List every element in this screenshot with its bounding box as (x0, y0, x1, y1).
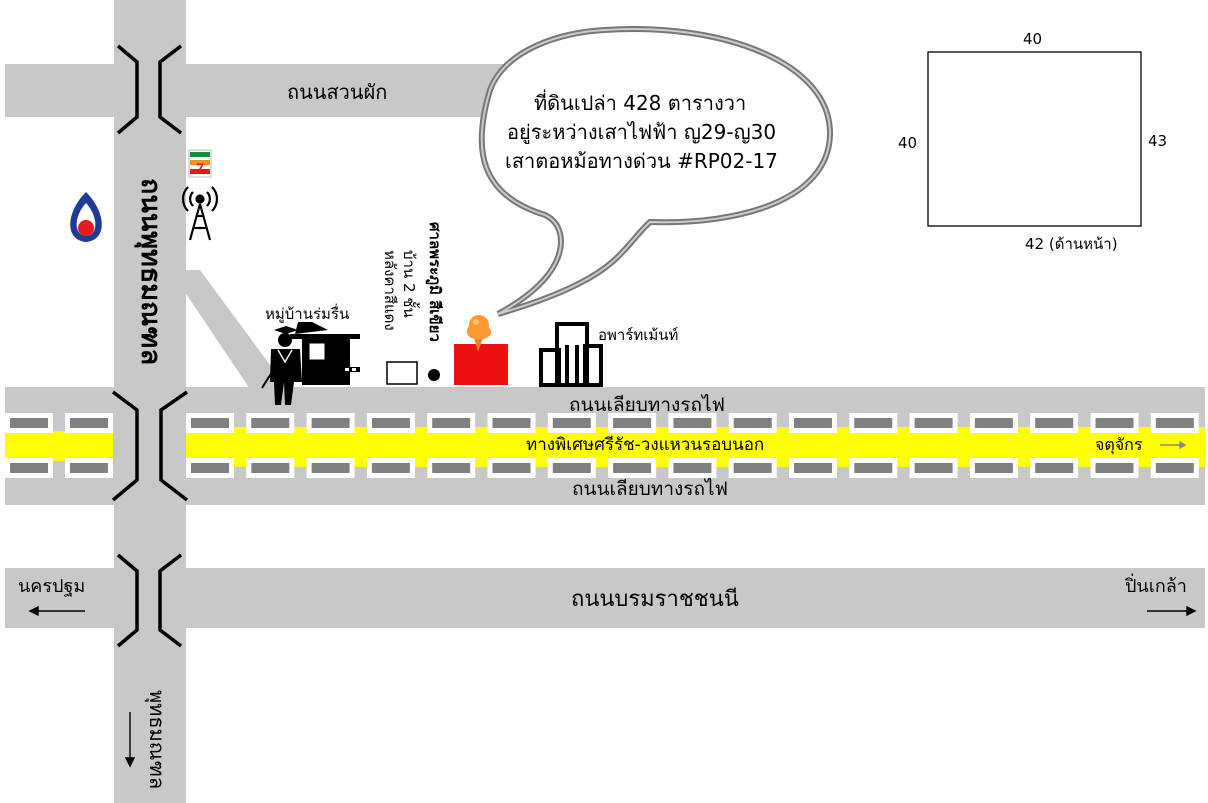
lane-dash-fill (191, 463, 229, 473)
lane-dash-fill (673, 463, 712, 473)
landmark-label-shrine: ศาลพระภูมิ สีเขียว (426, 222, 444, 342)
lane-dash-fill (191, 418, 229, 428)
road-label-phutthamonthon-bottom: พุทธมณฑล (145, 690, 169, 790)
road-label-phutthamonthon-top: ถนนพุทธมณฑล (135, 178, 166, 366)
lane-dash-fill (1155, 418, 1194, 428)
lane-dash-fill (974, 463, 1013, 473)
road-label-rail-frontage-top: ถนนเลียบทางรถไฟ (569, 394, 725, 416)
callout-line-3: เสาตอหม้อทางด่วน #RP02-17 (505, 149, 778, 173)
road-label-suan-phak: ถนนสวนผัก (287, 80, 388, 104)
lane-dash-fill (613, 418, 652, 428)
lane-dash-fill (251, 418, 290, 428)
lane-dash-fill (371, 463, 410, 473)
direction-arrows (28, 440, 1197, 768)
lane-dash-fill (733, 418, 772, 428)
lane-dash-fill (613, 463, 652, 473)
ptt-station-icon (70, 192, 102, 242)
lane-dash-fill (1095, 463, 1134, 473)
lane-dash-fill (1155, 463, 1194, 473)
location-pin-icon (466, 315, 491, 352)
plot-dimension-bottom: 42 (ด้านหน้า) (1025, 235, 1118, 253)
security-guard-icon (261, 322, 360, 405)
lane-dash-fill (70, 463, 108, 473)
lane-dash-fill (552, 463, 591, 473)
lane-dash-fill (673, 418, 712, 428)
lane-dash-fill (311, 463, 350, 473)
lane-dash-fill (552, 418, 591, 428)
lane-dash-fill (854, 418, 893, 428)
land-plot-outline (927, 51, 1142, 227)
lane-dash-fill (432, 418, 471, 428)
svg-text:7: 7 (196, 160, 204, 176)
lane-dash-fill (10, 463, 48, 473)
lane-dashes (5, 413, 1199, 478)
lane-dash-fill (371, 418, 410, 428)
bridge-marks (111, 44, 189, 648)
lane-dash-fill (492, 418, 531, 428)
lane-dash-fill (1035, 463, 1074, 473)
lane-dash-fill (311, 418, 350, 428)
lane-dash-fill (794, 463, 832, 473)
road-label-borommaratchachonnani: ถนนบรมราชชนนี (571, 587, 739, 612)
expressway-band (5, 431, 113, 461)
road-label-expressway: ทางพิเศษศรีรัช-วงแหวนรอบนอก (526, 435, 765, 455)
direction-label-pin-klao: ปิ่นเกล้า (1125, 576, 1187, 597)
apartment-icon (539, 322, 603, 387)
shrine-marker (428, 369, 440, 381)
seven-eleven-icon: 7 (188, 149, 212, 178)
landmark-label-apartment: อพาร์ทเม้นท์ (598, 326, 679, 344)
plot-dimension-top: 40 (1023, 30, 1043, 48)
callout-line-1: ที่ดินเปล่า 428 ตารางวา (534, 91, 747, 115)
lane-dash-fill (251, 463, 290, 473)
callout-line-2: อยู่ระหว่างเสาไฟฟ้า ญ29-ญ30 (507, 120, 777, 144)
lane-dash-fill (70, 418, 108, 428)
land-plot-marker (454, 344, 508, 385)
landmark-label-house: บ้าน 2 ชั้น หลังคาสีแดง (381, 250, 418, 331)
lane-dash-fill (10, 418, 48, 428)
lane-dash-fill (914, 418, 953, 428)
lane-dash-fill (794, 418, 832, 428)
plot-dimension-right: 43 (1148, 132, 1168, 150)
lane-dash-fill (914, 463, 953, 473)
lane-dash-fill (432, 463, 471, 473)
lane-dash-fill (1035, 418, 1074, 428)
lane-dash-fill (733, 463, 772, 473)
plot-dimension-left: 40 (898, 134, 918, 152)
lane-dash-fill (974, 418, 1013, 428)
direction-label-chatuchak: จตุจักร (1095, 435, 1143, 454)
road-suan-phak (5, 64, 530, 117)
radio-tower-icon (181, 186, 219, 241)
house-marker (386, 361, 418, 385)
direction-label-nakhon-pathom: นครปฐม (18, 576, 86, 597)
lane-dash-fill (1095, 418, 1134, 428)
landmark-label-village: หมู่บ้านร่มรื่น (265, 305, 350, 323)
road-label-rail-frontage-bottom: ถนนเลียบทางรถไฟ (572, 478, 728, 500)
lane-dash-fill (854, 463, 893, 473)
road-borommaratchachonnani (5, 568, 1205, 628)
road-connector (170, 270, 290, 392)
lane-dash-fill (492, 463, 531, 473)
